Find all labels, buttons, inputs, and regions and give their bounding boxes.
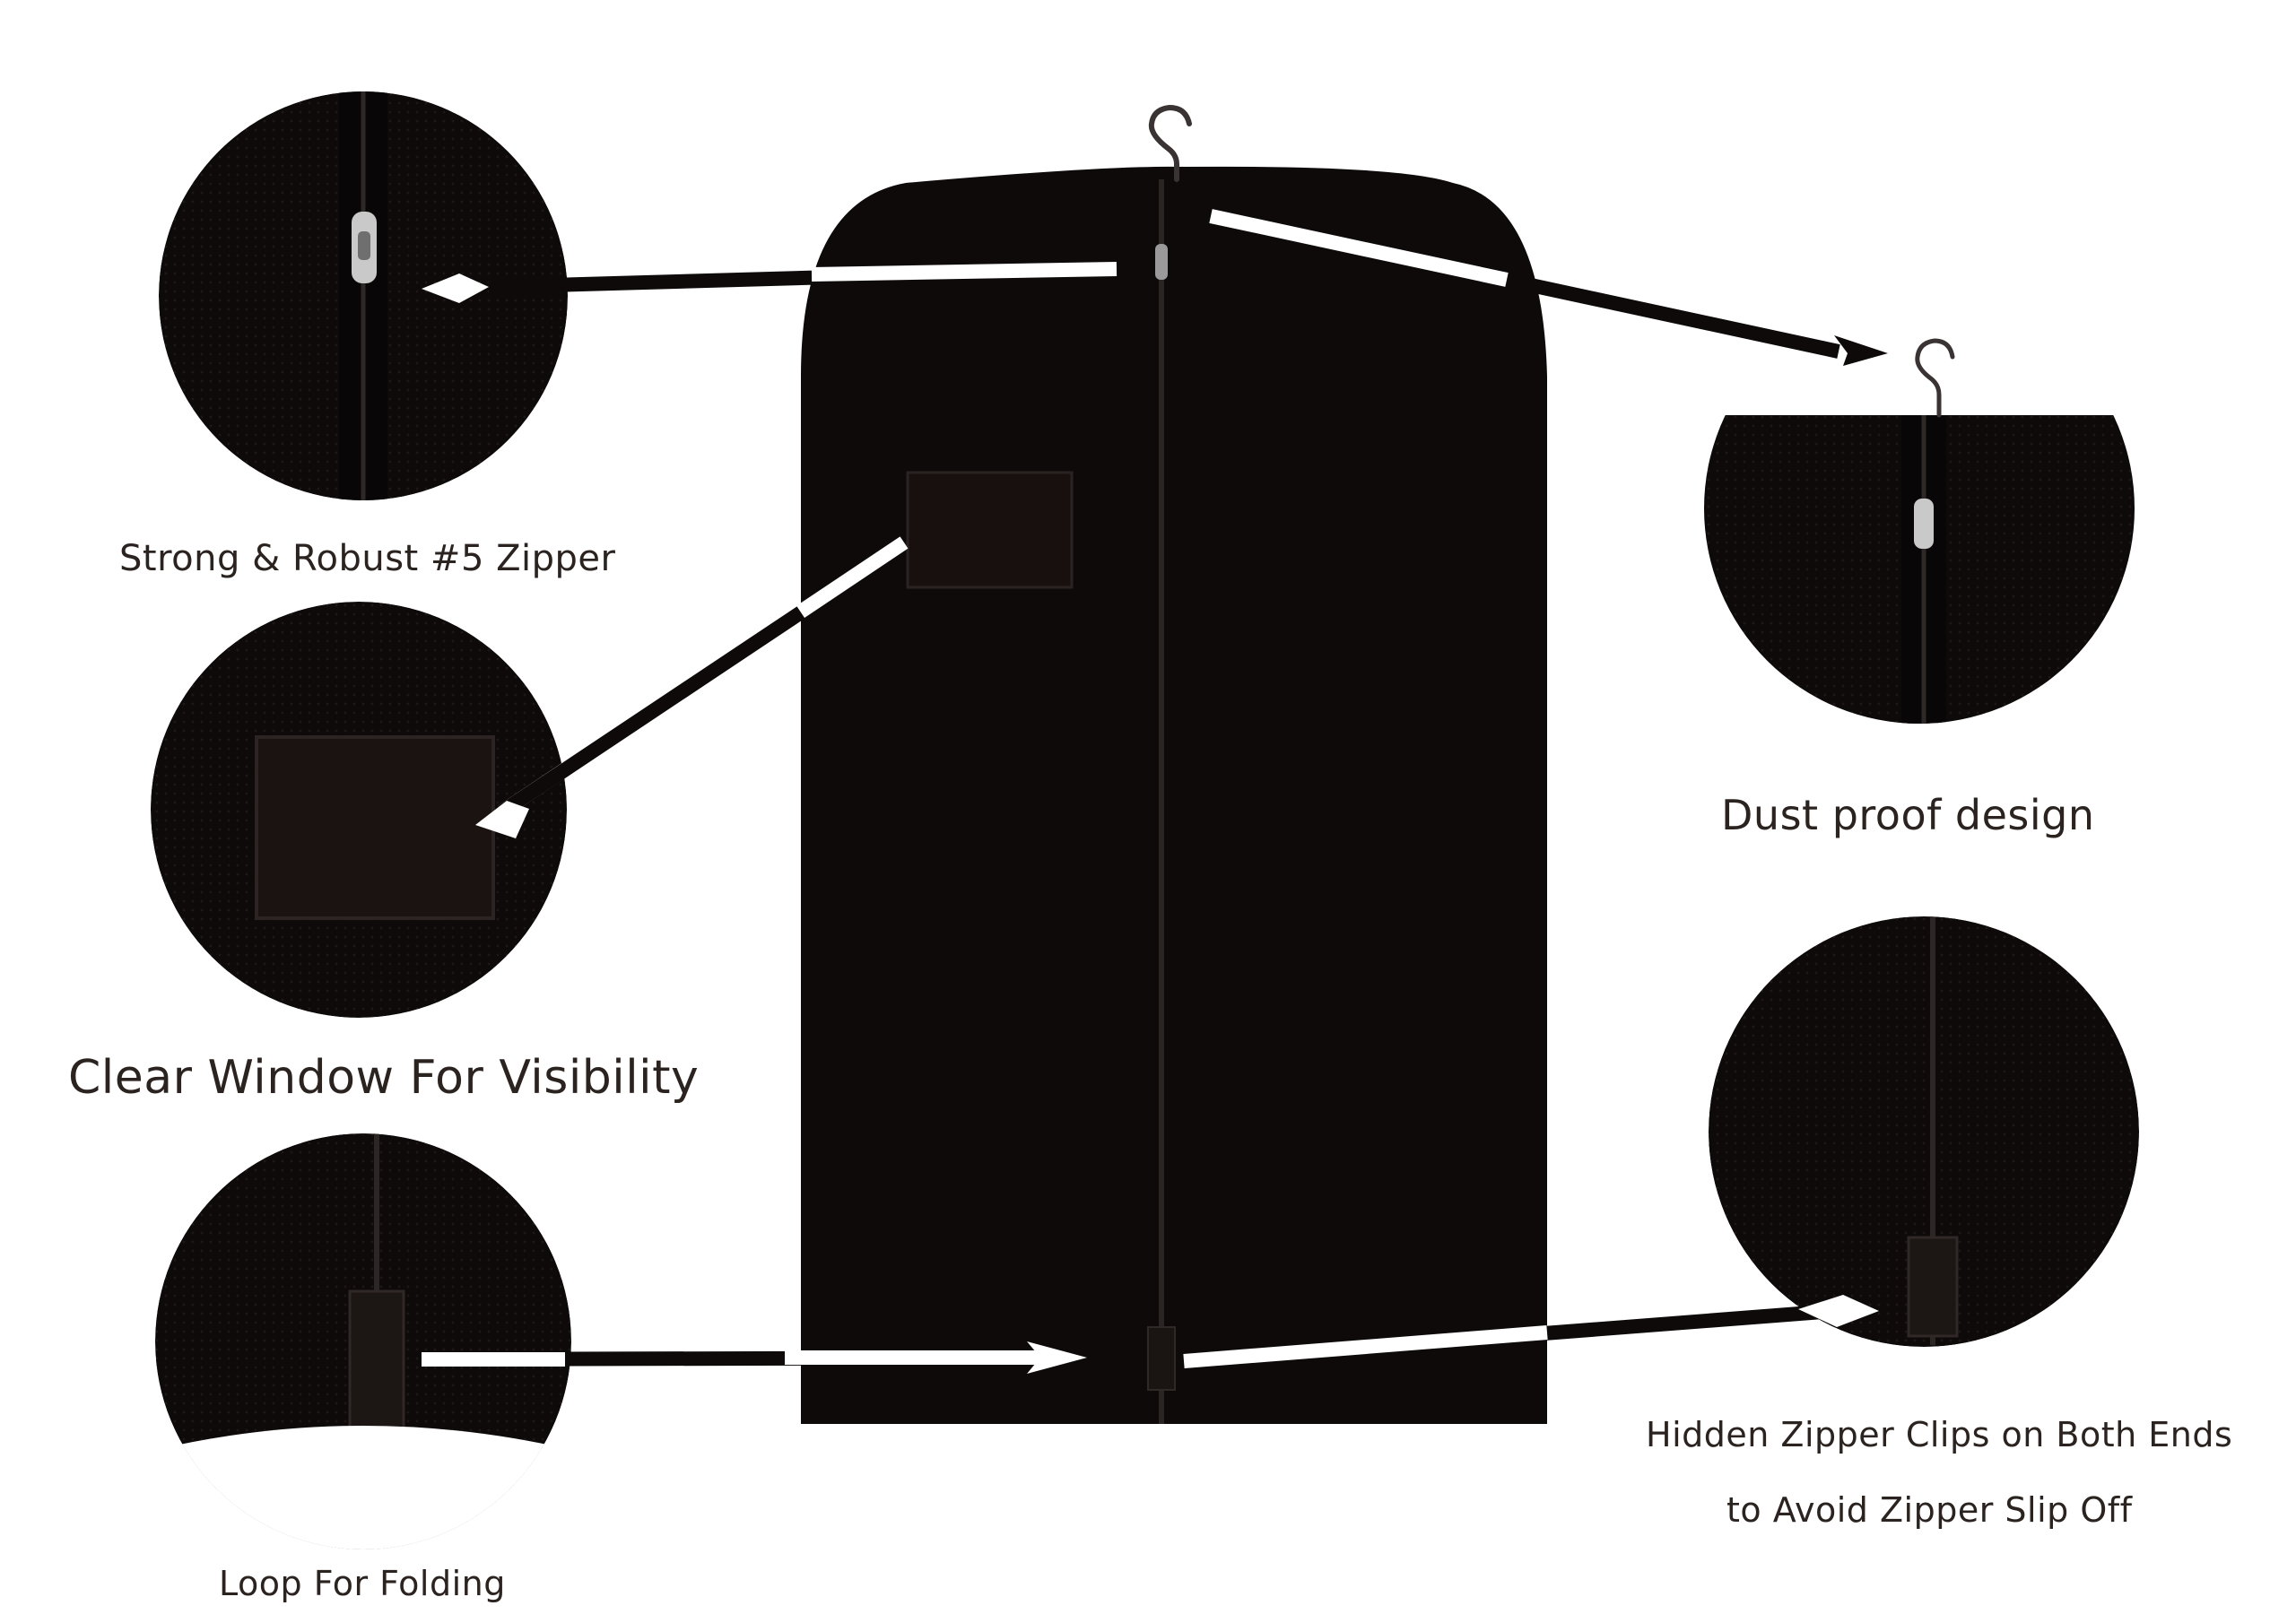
hidden-clip-feature-label-line2: to Avoid Zipper Slip Off <box>1726 1490 2133 1530</box>
pointer-window <box>475 536 909 838</box>
clear-window <box>906 471 1074 589</box>
arrow-icon <box>1834 335 1888 366</box>
pointer-loop <box>421 1341 1087 1374</box>
loop-feature-label: Loop For Folding <box>219 1564 506 1603</box>
pointer-dust <box>1209 209 1888 366</box>
loop-closeup-circle <box>155 1133 571 1549</box>
arrow-icon <box>475 801 529 838</box>
pointer-hidden-clip <box>1183 1295 1879 1368</box>
hidden-clip-feature-label-line1: Hidden Zipper Clips on Both Ends <box>1646 1415 2233 1454</box>
garment-bag <box>801 166 1547 1425</box>
arrow-icon <box>422 273 489 303</box>
window-feature-label: Clear Window For Visibility <box>68 1051 700 1105</box>
zipper-clip <box>1147 1326 1176 1391</box>
hidden-clip-closeup-circle <box>1709 916 2139 1347</box>
bag-body <box>801 166 1547 1425</box>
pointer-zipper <box>422 262 1118 303</box>
zipper-feature-label: Strong & Robust #5 Zipper <box>119 538 616 579</box>
dust-feature-label: Dust proof design <box>1721 791 2095 839</box>
zipper-pull <box>1155 244 1168 280</box>
window-closeup-circle <box>151 602 567 1018</box>
zipper-closeup-circle <box>159 91 568 500</box>
arrow-icon <box>1027 1341 1087 1374</box>
arrow-icon <box>1798 1295 1879 1327</box>
dust-proof-closeup-circle <box>1704 293 2135 724</box>
hanger-hook <box>1148 104 1192 182</box>
hanger-hook-icon <box>1915 338 1955 418</box>
